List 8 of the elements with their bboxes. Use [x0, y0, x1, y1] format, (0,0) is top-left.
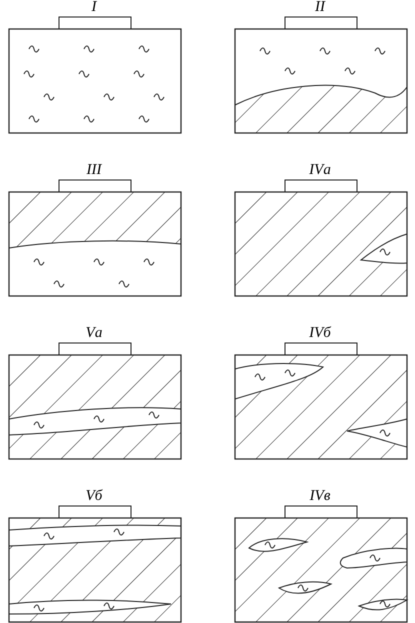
panel-label: IVа — [308, 163, 332, 178]
panel-label: IVв — [308, 489, 332, 504]
panel-label: IVб — [308, 326, 332, 341]
panel-label: Vб — [84, 489, 104, 504]
panel-label: III — [86, 163, 103, 178]
panel-label: I — [90, 0, 98, 15]
panel-label: Vа — [84, 326, 104, 341]
panel-label: II — [314, 0, 326, 15]
